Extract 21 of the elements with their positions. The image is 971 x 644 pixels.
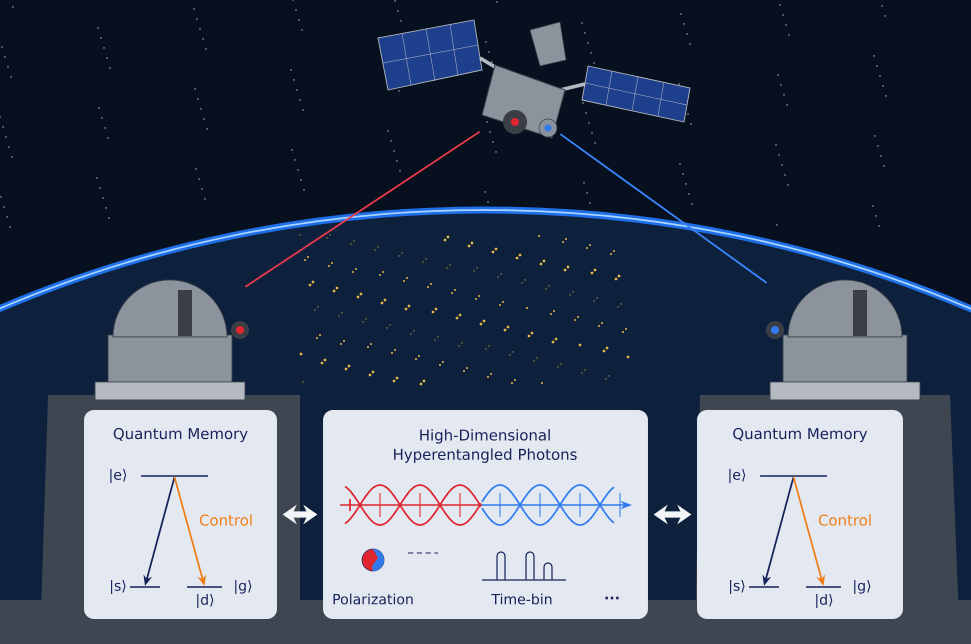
edge-label: Control <box>818 514 871 526</box>
energy-level: |s⟩ <box>730 580 779 594</box>
node-label: |d⟩ <box>816 594 832 608</box>
energy-level: |d⟩ |g⟩ <box>806 580 870 608</box>
laser-beam <box>244 130 480 288</box>
observatory-drawing <box>766 280 920 400</box>
node-label: |g⟩ <box>235 580 252 594</box>
node-label: |s⟩ <box>730 580 745 594</box>
node-label: |d⟩ <box>197 594 214 608</box>
node-label: |s⟩ <box>111 580 126 594</box>
observatory-drawing <box>94 280 249 400</box>
edge-label: Control <box>200 514 252 526</box>
energy-level: |d⟩ |g⟩ <box>187 580 252 608</box>
node-label: |e⟩ <box>729 468 746 484</box>
energy-level: |e⟩ <box>110 468 208 483</box>
photon-panel: High-Dimensional Hyperentangled Photons Polarization Time-bin ... <box>323 410 648 619</box>
energy-level: |s⟩ <box>111 580 160 594</box>
energy-level: |e⟩ <box>729 468 827 483</box>
node-label: |g⟩ <box>854 580 870 594</box>
node-label: |e⟩ <box>110 468 126 484</box>
laser-beam <box>560 133 768 284</box>
